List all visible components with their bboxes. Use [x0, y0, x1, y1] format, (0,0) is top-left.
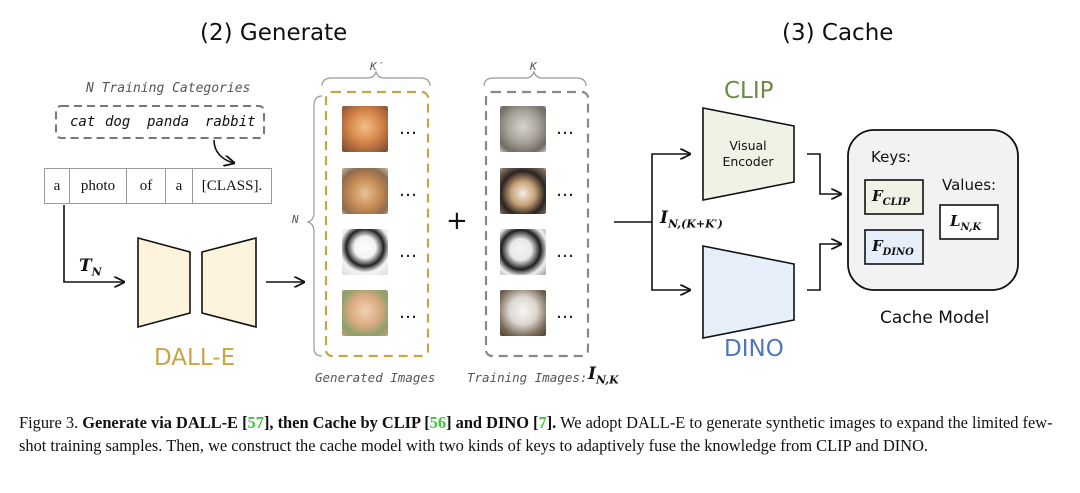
caption-fig-number: Figure 3. — [19, 413, 79, 432]
f-clip-label: FCLIP — [872, 187, 910, 208]
plus-sign: + — [446, 206, 468, 236]
clip-label: CLIP — [724, 78, 774, 104]
values-label: Values: — [942, 176, 997, 194]
generated-panda-image — [342, 229, 388, 275]
to-clip-arrow — [651, 154, 690, 222]
kprime-label: K′ — [370, 60, 384, 73]
n-label: N — [292, 213, 299, 226]
token-photo: photo — [69, 168, 127, 204]
caption-ref-56[interactable]: 56 — [429, 413, 447, 432]
token-class: [CLASS]. — [192, 168, 272, 204]
generated-images-label: Generated Images — [315, 370, 436, 385]
training-images-symbol: IN,K — [588, 364, 619, 387]
categories-box — [55, 105, 265, 139]
dalle-label: DALL-E — [154, 345, 236, 371]
combined-images-symbol: IN,(K+K′) — [660, 208, 723, 231]
generated-rabbit-image — [342, 290, 388, 336]
clip-encoder-line1: Visual — [729, 138, 767, 153]
figure-diagram — [55, 70, 1019, 358]
f-clip-box — [864, 179, 924, 215]
token-a: a — [44, 168, 70, 204]
generate-title: (2) Generate — [200, 20, 348, 46]
to-dino-arrow — [651, 222, 690, 290]
generated-dots-1: … — [399, 118, 417, 139]
cache-title: (3) Cache — [782, 20, 894, 46]
generated-images-box — [324, 90, 430, 358]
cache-model-label: Cache Model — [880, 308, 990, 328]
generated-dots-4: … — [399, 302, 417, 323]
generated-dots-2: … — [399, 180, 417, 201]
values-symbol: LN,K — [950, 212, 982, 233]
training-rabbit-image — [500, 290, 546, 336]
k-brace — [483, 70, 587, 87]
training-dots-2: … — [556, 180, 574, 201]
clip-to-cache-arrow — [807, 153, 841, 194]
training-panda-image — [500, 229, 546, 275]
token-a2: a — [165, 168, 193, 204]
values-box — [939, 204, 999, 240]
class-fill-arrow — [213, 139, 234, 163]
k-label: K — [530, 60, 537, 73]
caption-ref-7[interactable]: 7 — [538, 413, 547, 432]
category-panda: panda — [147, 114, 190, 130]
dino-encoder-shape — [702, 245, 795, 339]
training-dots-4: … — [556, 302, 574, 323]
generated-cat-image — [342, 106, 388, 152]
f-dino-box — [864, 229, 924, 265]
caption-text: We adopt DALL-E to generate synthetic im… — [19, 413, 1053, 455]
generated-dog-image — [342, 168, 388, 214]
caption-bold-title: Generate via DALL-E [57], then Cache by … — [82, 413, 557, 432]
f-dino-label: FDINO — [872, 237, 914, 258]
dino-to-cache-arrow — [807, 244, 841, 291]
training-dots-1: … — [556, 118, 574, 139]
category-dog: dog — [105, 114, 131, 130]
clip-encoder-shape — [702, 107, 795, 201]
keys-label: Keys: — [871, 148, 912, 166]
figure-caption: Figure 3. Generate via DALL-E [57], then… — [19, 412, 1059, 457]
text-feature-label: TN — [79, 256, 102, 279]
dalle-encoder-shape — [137, 236, 191, 329]
training-images-box — [484, 90, 590, 358]
dino-label: DINO — [724, 336, 784, 362]
n-brace — [306, 95, 323, 357]
training-cat-image — [500, 106, 546, 152]
dalle-decoder-shape — [201, 236, 257, 329]
token-of: of — [126, 168, 166, 204]
training-dots-3: … — [556, 241, 574, 262]
text-to-dalle-arrow — [63, 205, 124, 282]
caption-ref-57[interactable]: 57 — [247, 413, 264, 432]
clip-encoder-label: Visual Encoder — [712, 138, 784, 170]
kprime-brace — [321, 70, 431, 87]
category-rabbit: rabbit — [205, 114, 256, 130]
category-cat: cat — [70, 114, 96, 130]
generated-dots-3: … — [399, 241, 417, 262]
clip-encoder-line2: Encoder — [722, 154, 774, 169]
categories-label: N Training Categories — [86, 81, 251, 96]
training-images-label: Training Images: — [467, 370, 588, 385]
training-dog-image — [500, 168, 546, 214]
